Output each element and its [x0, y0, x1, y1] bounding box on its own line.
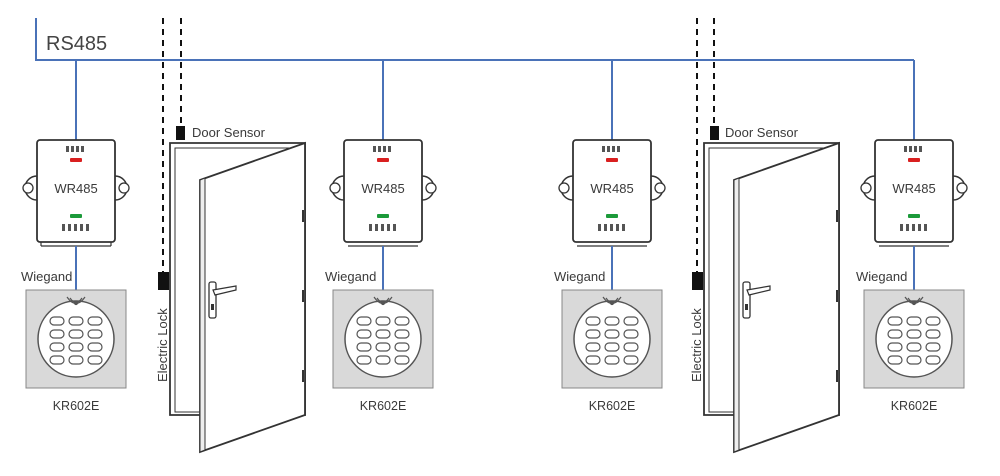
led-green-icon [908, 214, 920, 218]
reader-label: KR602E [891, 399, 938, 413]
door-edge [733, 177, 740, 453]
door-sensor-label: Door Sensor [192, 125, 266, 140]
led-red-icon [908, 158, 920, 162]
mount-hole [425, 182, 437, 194]
led-red-icon [606, 158, 618, 162]
wiegand-label: Wiegand [21, 269, 72, 284]
pin-markings-top [373, 146, 391, 152]
keypad-keys [585, 316, 639, 365]
led-red-icon [70, 158, 82, 162]
door-edge [199, 177, 206, 453]
reader-face [875, 300, 953, 378]
reader-face [344, 300, 422, 378]
led-green-icon [606, 214, 618, 218]
module-body [36, 139, 116, 243]
wr485-module-3: WR485 Wiegand KR602E [554, 139, 666, 413]
pin-markings-bottom [900, 224, 927, 231]
mount-hole [654, 182, 666, 194]
electric-lock-label: Electric Lock [155, 308, 170, 382]
module-label: WR485 [892, 181, 935, 196]
kr602e-reader: KR602E [561, 289, 663, 413]
mount-hole [558, 182, 570, 194]
door-sensor-label: Door Sensor [725, 125, 799, 140]
wifi-arc-icon [66, 296, 86, 306]
led-green-icon [70, 214, 82, 218]
door-sensor-icon [176, 126, 185, 140]
reader-label: KR602E [360, 399, 407, 413]
pin-markings-bottom [598, 224, 625, 231]
module-label: WR485 [590, 181, 633, 196]
wr485-module-4: WR485 Wiegand KR602E [856, 139, 968, 413]
wiegand-label: Wiegand [554, 269, 605, 284]
kr602e-reader: KR602E [863, 289, 965, 413]
kr602e-reader: KR602E [332, 289, 434, 413]
pin-markings-top [904, 146, 922, 152]
module-body [874, 139, 954, 243]
reader-label: KR602E [53, 399, 100, 413]
wiegand-label: Wiegand [325, 269, 376, 284]
module-body [572, 139, 652, 243]
reader-face [573, 300, 651, 378]
mount-hole [118, 182, 130, 194]
keypad-keys [49, 316, 103, 365]
pin-markings-top [66, 146, 84, 152]
mount-hole [956, 182, 968, 194]
pin-markings-top [602, 146, 620, 152]
door-1-wires [162, 18, 182, 272]
pin-markings-bottom [62, 224, 89, 231]
module-label: WR485 [361, 181, 404, 196]
electric-lock-label: Electric Lock [689, 308, 704, 382]
electric-lock-icon [692, 272, 703, 290]
reader-face [37, 300, 115, 378]
wifi-arc-icon [602, 296, 622, 306]
pin-markings-bottom [369, 224, 396, 231]
wr485-module-2: WR485 Wiegand KR602E [325, 139, 437, 413]
bus-line [35, 18, 914, 61]
bus-label: RS485 [46, 33, 107, 55]
mount-hole [22, 182, 34, 194]
rs485-bus: RS485 [35, 18, 915, 140]
door-handle-icon [208, 281, 237, 319]
led-green-icon [377, 214, 389, 218]
module-body [343, 139, 423, 243]
wr485-module-1: WR485 Wiegand KR602E [21, 139, 130, 413]
module-label: WR485 [54, 181, 97, 196]
keypad-keys [356, 316, 410, 365]
mount-hole [329, 182, 341, 194]
reader-label: KR602E [589, 399, 636, 413]
mount-hole [860, 182, 872, 194]
door-sensor-icon [710, 126, 719, 140]
led-red-icon [377, 158, 389, 162]
door-handle-icon [742, 281, 771, 319]
keypad-keys [887, 316, 941, 365]
kr602e-reader: KR602E [25, 289, 127, 413]
electric-lock-icon [158, 272, 169, 290]
wifi-arc-icon [904, 296, 924, 306]
door-1: Door Sensor Electric Lock [155, 125, 306, 454]
door-2-wires [696, 18, 715, 272]
door-2: Door Sensor Electric Lock [689, 125, 840, 454]
wiegand-label: Wiegand [856, 269, 907, 284]
wifi-arc-icon [373, 296, 393, 306]
